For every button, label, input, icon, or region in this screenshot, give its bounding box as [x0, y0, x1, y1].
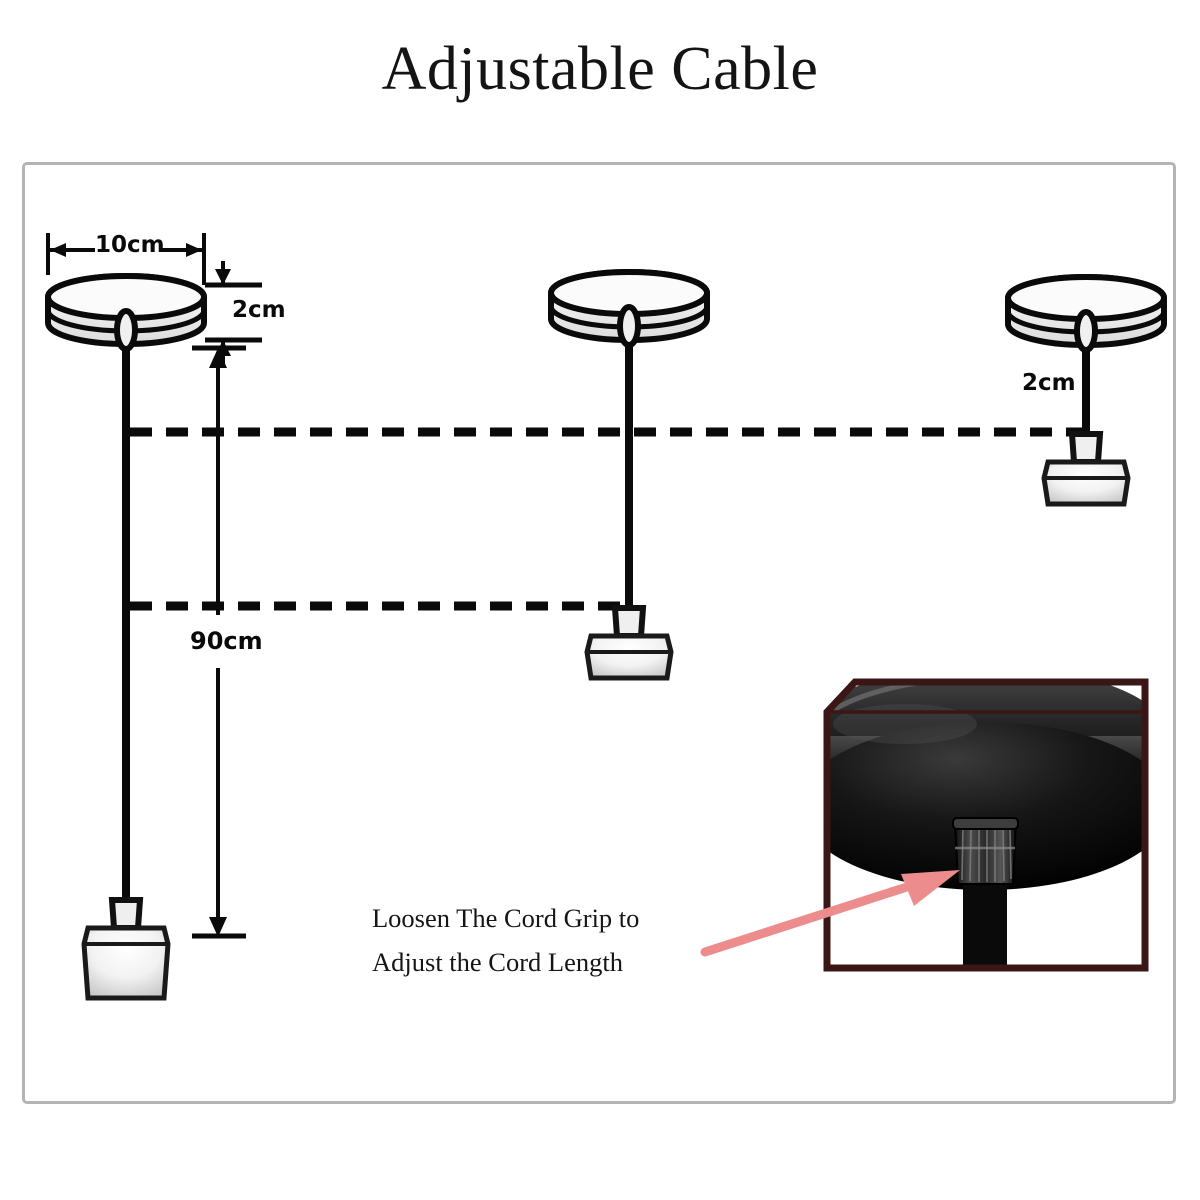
cord-grip-nut-icon: [952, 817, 1019, 885]
dimension-10cm: [46, 233, 206, 285]
page-title: Adjustable Cable: [381, 35, 819, 103]
callout-caption-line1: Loosen The Cord Grip to: [372, 903, 640, 933]
pendant-short: [1005, 274, 1167, 507]
dimension-90cm: [192, 345, 246, 939]
inset-photo-panel: [823, 678, 1196, 972]
dimension-label-10cm: 10cm: [95, 232, 165, 258]
side-screw-icon: [1155, 778, 1196, 808]
dimension-label-2cm-min: 2cm: [1022, 370, 1076, 396]
callout-caption-line2: Adjust the Cord Length: [372, 947, 623, 977]
callout-arrow-icon: [700, 870, 960, 957]
callout-caption: Loosen The Cord Grip to Adjust the Cord …: [372, 896, 722, 984]
pendant-long: [45, 273, 207, 1001]
pendant-medium: [548, 269, 710, 681]
dimension-label-90cm: 90cm: [190, 627, 263, 655]
dimension-label-2cm-canopy: 2cm: [232, 297, 286, 323]
